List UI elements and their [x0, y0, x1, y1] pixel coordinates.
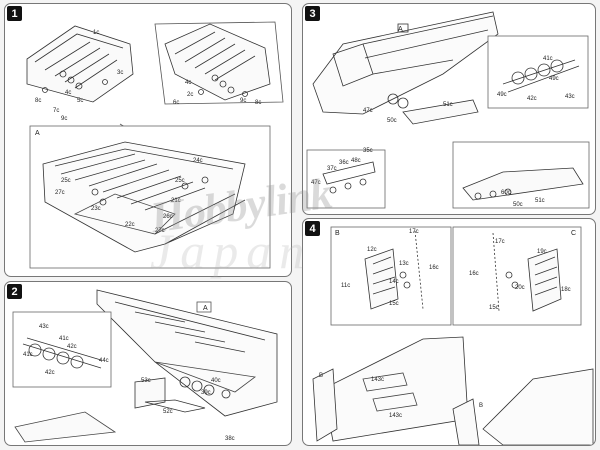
part-label: 15c: [489, 305, 499, 311]
inset-letter-a: A: [398, 26, 403, 33]
part-label: 48c: [351, 158, 361, 164]
part-label: 42c: [67, 344, 77, 350]
part-label: 6c: [173, 100, 179, 106]
part-label: 27c: [155, 228, 165, 234]
part-label: 16c: [429, 265, 439, 271]
part-label: 143c: [389, 413, 402, 419]
part-label: 11c: [341, 283, 350, 289]
step-number-badge: 1: [7, 6, 22, 21]
part-label: 51c: [535, 198, 545, 204]
part-label: 49c: [497, 92, 507, 98]
step-number-badge: 2: [7, 284, 22, 299]
part-label: 18c: [561, 287, 571, 293]
part-label: 13c: [399, 261, 409, 267]
part-label: 4c: [65, 90, 71, 96]
part-label: 36c: [339, 160, 349, 166]
part-label: 1c: [93, 30, 99, 36]
step-2-panel: 2 A 43c: [4, 281, 292, 446]
part-label: 51c: [443, 102, 453, 108]
part-label: 35c: [363, 148, 373, 154]
part-label: 9c: [240, 98, 246, 104]
part-label: 37c: [327, 166, 337, 172]
part-label: 50c: [513, 202, 523, 208]
part-label: 60c: [501, 190, 511, 196]
part-label: 15c: [389, 301, 399, 307]
part-label: 17c: [409, 229, 419, 235]
part-label: 14c: [389, 279, 399, 285]
part-label: 53c: [141, 378, 151, 384]
part-label: 16c: [469, 271, 479, 277]
part-label: 43c: [39, 324, 49, 330]
part-label: 21c: [171, 198, 181, 204]
inset-letter-b: B: [335, 230, 340, 237]
part-label: 41c: [59, 336, 69, 342]
part-label: 24c: [193, 158, 203, 164]
part-label: 50c: [387, 118, 397, 124]
part-label: 25c: [175, 178, 185, 184]
part-label: 27c: [55, 190, 65, 196]
part-label: 39c: [201, 390, 211, 396]
part-label: 52c: [163, 409, 173, 415]
part-label: 26c: [163, 214, 173, 220]
step-1-diagram: A 1c 3c 8c 4c 4c 5c 2c 9c 7c 6c 8c 9c 24…: [26, 21, 284, 269]
part-label: 38c: [225, 436, 235, 442]
part-label: 41c: [543, 56, 553, 62]
part-label: 19c: [537, 249, 547, 255]
inset-letter-c: C: [571, 230, 576, 237]
part-label: 143c: [371, 377, 384, 383]
part-label: 25c: [61, 178, 71, 184]
part-label: 43c: [565, 94, 575, 100]
part-label: 40c: [211, 378, 221, 384]
step-number-badge: 3: [305, 6, 320, 21]
part-label: 42c: [527, 96, 537, 102]
part-label: 44c: [99, 358, 109, 364]
step-number-badge: 4: [305, 221, 320, 236]
part-label: 23c: [91, 206, 101, 212]
part-label: 49c: [549, 76, 559, 82]
part-label: 47c: [311, 180, 321, 186]
part-label: 8c: [255, 100, 261, 106]
part-label: 8c: [35, 98, 41, 104]
part-label: 4c: [185, 80, 191, 86]
part-label: 9c: [61, 116, 67, 122]
part-label: 47c: [363, 108, 373, 114]
part-label: 5c: [77, 98, 83, 104]
step-3-diagram: A 47c 60c 51c 50c 36c 41c 43c 49c 42c 35…: [306, 11, 590, 209]
part-label: 22c: [125, 222, 135, 228]
part-label: 7c: [53, 108, 59, 114]
step-4-diagram: B C 12c 17c 11c 13c 14c 15c 16c 17c 19c …: [312, 226, 594, 445]
part-label: B: [479, 403, 483, 409]
inset-letter-a: A: [35, 130, 40, 137]
part-label: B: [319, 373, 323, 379]
part-label: 3c: [117, 70, 123, 76]
part-label: 2c: [187, 92, 193, 98]
part-label: 20c: [515, 285, 525, 291]
inset-letter-a: A: [203, 305, 208, 312]
part-label: 41c: [23, 352, 33, 358]
step-4-panel: 4 B: [302, 218, 596, 446]
step-1-panel: 1: [4, 3, 292, 277]
part-label: 12c: [367, 247, 377, 253]
part-label: 17c: [495, 239, 505, 245]
part-label: 42c: [45, 370, 55, 376]
step-2-diagram: A 43c 41c 42c 44c 41c 42c 53c 52c 39c 40…: [12, 289, 278, 443]
step-3-panel: 3 A: [302, 3, 596, 215]
